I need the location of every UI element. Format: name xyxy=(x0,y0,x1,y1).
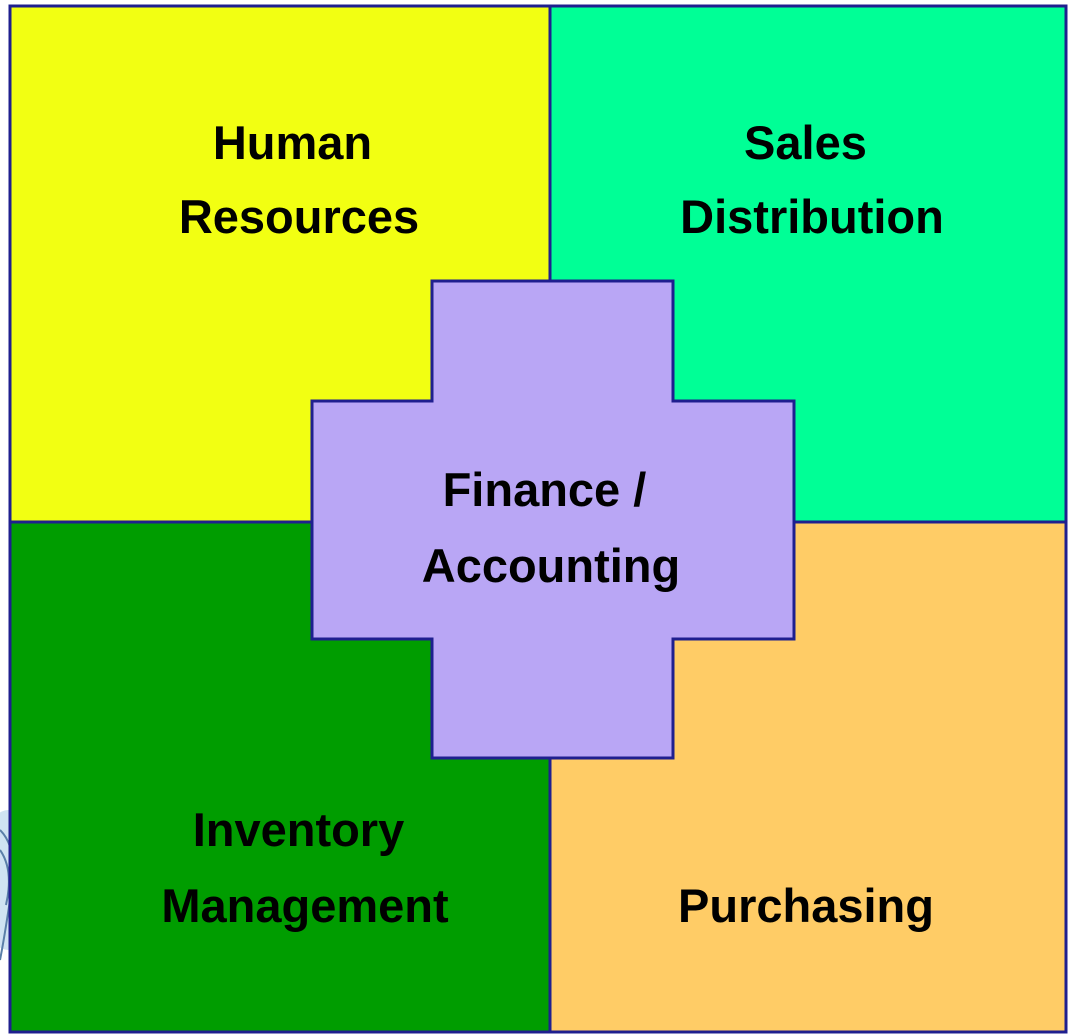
finance-accounting-cross xyxy=(310,279,796,760)
human-resources-line-2: Resources xyxy=(179,190,419,243)
finance-accounting-line-1: Finance / xyxy=(443,463,647,516)
inventory-management-label: Inventory Management xyxy=(161,803,449,932)
sales-distribution-label: Sales Distribution xyxy=(680,116,944,243)
finance-accounting-line-2: Accounting xyxy=(422,539,680,592)
sales-distribution-line-1: Sales xyxy=(744,116,867,169)
finance-accounting-label: Finance / Accounting xyxy=(422,463,680,592)
human-resources-label: Human Resources xyxy=(179,116,419,243)
inventory-management-line-1: Inventory xyxy=(193,803,405,856)
sales-distribution-line-2: Distribution xyxy=(680,190,944,243)
purchasing-line-1: Purchasing xyxy=(678,879,934,932)
inventory-management-line-2: Management xyxy=(161,879,449,932)
human-resources-line-1: Human xyxy=(213,116,372,169)
purchasing-label: Purchasing xyxy=(678,879,934,932)
